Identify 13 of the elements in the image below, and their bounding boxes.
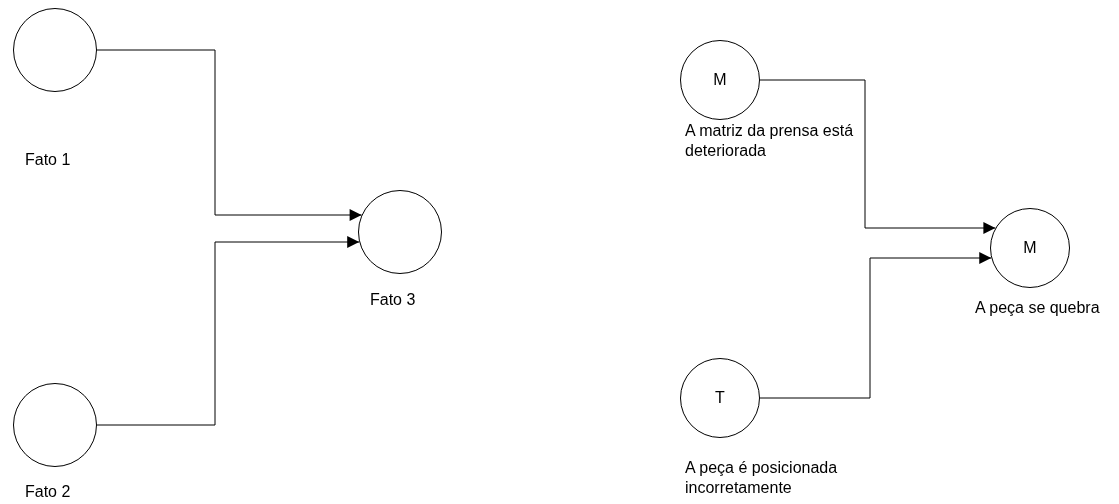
node-caption: A peça se quebra bbox=[975, 298, 1100, 318]
node-letter: M bbox=[1023, 239, 1037, 257]
arrow bbox=[96, 236, 360, 426]
arrow bbox=[96, 49, 363, 221]
node-caption: A matriz da prensa está deteriorada bbox=[685, 121, 855, 161]
node-letter: M bbox=[713, 71, 727, 89]
node-caption: Fato 3 bbox=[370, 290, 416, 310]
node-caption: Fato 2 bbox=[25, 482, 71, 502]
node-letter: T bbox=[715, 389, 725, 407]
arrow bbox=[759, 252, 992, 399]
node-caption: A peça é posicionada incorretamente bbox=[685, 458, 839, 498]
node-caption: Fato 1 bbox=[25, 150, 71, 170]
arrow bbox=[759, 79, 996, 234]
